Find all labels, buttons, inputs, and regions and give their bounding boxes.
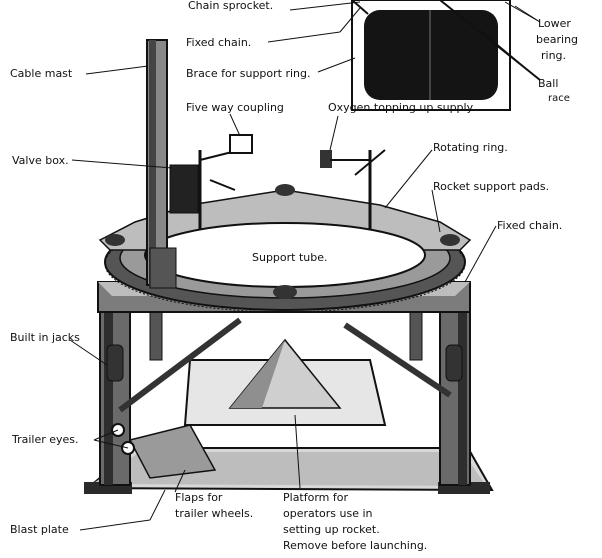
label-cable-mast: Cable mast [10, 67, 73, 80]
leader-lines [69, 1, 541, 531]
rotating-ring [98, 184, 472, 313]
label-rocket-support-pads: Rocket support pads. [433, 180, 550, 193]
label-support-tube: Support tube. [252, 251, 328, 264]
coupling-pipes [198, 134, 386, 230]
label-platform-line4: Remove before launching. [283, 539, 428, 552]
label-built-in-jacks: Built in jacks [10, 331, 80, 344]
label-five-way-coupling: Five way coupling [186, 101, 284, 114]
label-rotating-ring: Rotating ring. [433, 141, 508, 154]
label-chain-sprocket: Chain sprocket. [188, 0, 274, 12]
label-flaps-line1: Flaps for [175, 491, 223, 504]
label-lower-bearing-ring-line3: ring. [541, 49, 567, 62]
label-lower-bearing-ring-line2: bearing [536, 33, 579, 46]
label-blast-plate: Blast plate [10, 523, 69, 536]
label-ball-race-line2: race [548, 93, 570, 104]
label-flaps-line2: trailer wheels. [175, 507, 254, 520]
label-trailer-eyes: Trailer eyes. [12, 433, 79, 446]
label-valve-box: Valve box. [12, 154, 69, 167]
label-lower-bearing-ring-line1: Lower [538, 17, 571, 30]
trailer-flap [128, 424, 217, 479]
label-brace-support-ring: Brace for support ring. [186, 67, 311, 80]
support-legs [99, 299, 471, 486]
label-fixed-chain-right: Fixed chain. [497, 219, 563, 232]
cable-mast-shape [146, 39, 177, 289]
inset-detail [351, 0, 541, 111]
label-platform-line1: Platform for [283, 491, 349, 504]
valve-box-shape [169, 164, 199, 214]
label-ball-race-line1: Ball [538, 77, 559, 90]
label-oxygen-supply: Oxygen topping up supply. [328, 101, 476, 114]
operator-platform [183, 338, 387, 426]
label-fixed-chain-top: Fixed chain. [186, 36, 252, 49]
label-platform-line3: setting up rocket. [283, 523, 380, 536]
label-platform-line2: operators use in [283, 507, 373, 520]
